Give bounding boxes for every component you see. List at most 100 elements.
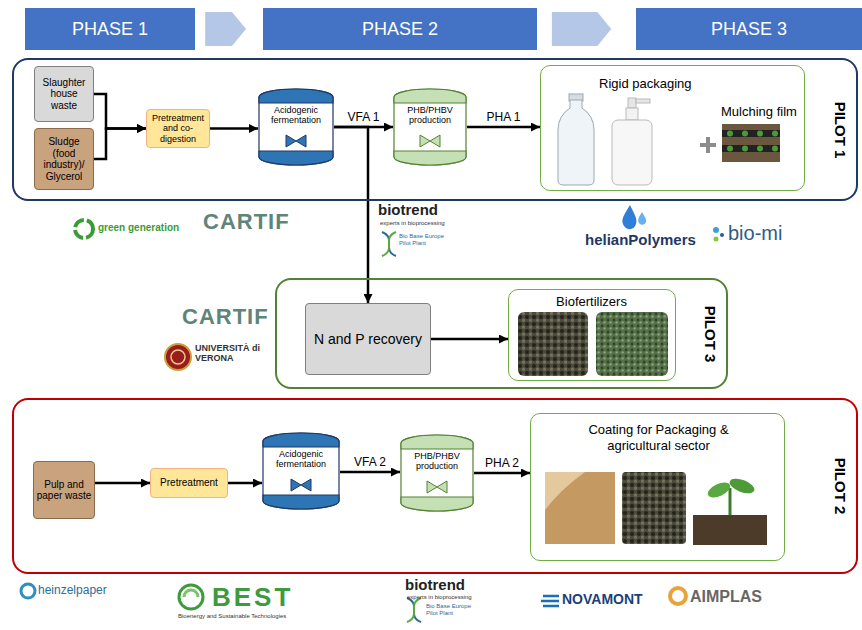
company-icon	[179, 585, 203, 609]
pilot-frame: PILOT 1 Slaughter house wasteSludge (food…	[12, 58, 858, 201]
flow-arrow	[94, 129, 146, 159]
fertilizer-picture	[596, 312, 668, 376]
flow-arrow	[340, 471, 400, 474]
reactor-cap	[394, 89, 466, 103]
seedling-picture	[728, 476, 757, 496]
logo-text: UNIVERSITÀ di VERONA	[195, 344, 261, 364]
valve-symbol	[420, 135, 440, 147]
mulch-picture	[727, 131, 733, 137]
company-icon	[670, 588, 686, 604]
seedling-picture	[693, 476, 767, 545]
bottle-picture	[558, 100, 594, 185]
process-box: Pretreatment	[150, 468, 228, 498]
bottle-picture	[626, 108, 638, 120]
seedling-picture	[729, 488, 732, 515]
flow-label: VFA 1	[345, 111, 381, 124]
logo-text: helianPolymers	[585, 232, 696, 249]
feedstock-box: Slaughter house waste	[34, 66, 94, 122]
box-label: Sludge (food industry)/ Glycerol	[37, 136, 91, 182]
reactor-label: PHB/PHBV production	[402, 451, 472, 472]
flow-arrow	[474, 472, 530, 475]
reactor-cap	[394, 151, 466, 165]
dna-icon	[382, 232, 396, 256]
box-label: Pretreatment and co-digestion	[149, 113, 207, 144]
fertilizer-picture	[622, 472, 686, 544]
process-box: Pretreatment and co-digestion	[146, 109, 210, 148]
flow-arrow	[228, 482, 262, 485]
reactor-cap	[263, 433, 339, 447]
droplet-icon	[622, 205, 636, 229]
reactor-vessel	[393, 88, 467, 166]
valve-symbol	[291, 479, 311, 491]
pilot-frame: PILOT 3 N and P recovery Biofertilizers	[275, 278, 728, 389]
reactor-vessel	[400, 434, 474, 512]
logo-text: biotrend	[405, 577, 465, 594]
logo-text: bio-mi	[728, 222, 782, 244]
mulch-picture	[722, 124, 780, 162]
phase-arrow	[552, 12, 611, 46]
pilot-label: PILOT 3	[702, 305, 719, 362]
reactor-node: PHB/PHBV production	[393, 88, 467, 166]
flow-arrow	[467, 126, 540, 129]
logo-tagline: Bio Base Europe Pilot Plant	[399, 233, 449, 246]
pilot-label: PILOT 2	[832, 458, 849, 515]
pilot-label: PILOT 1	[832, 101, 849, 158]
bottle-picture	[612, 120, 652, 185]
logo-text: AIMPLAS	[690, 588, 762, 606]
phase-label: PHASE 2	[263, 19, 537, 40]
product-box: Biofertilizers	[508, 289, 676, 381]
flow-label: PHA 2	[483, 457, 521, 470]
bottle-picture	[636, 99, 650, 103]
dots-icon	[714, 237, 719, 242]
company-icon	[541, 596, 559, 606]
phase-banner: PHASE 1	[25, 8, 195, 50]
phase-arrow	[205, 12, 246, 46]
reactor-body	[401, 435, 473, 511]
flow-arrow	[94, 94, 146, 129]
mulch-picture	[772, 131, 778, 137]
paper-picture	[545, 472, 585, 510]
reactor-body	[259, 89, 333, 165]
mulch-picture	[742, 131, 748, 137]
box-label: N and P recovery	[308, 331, 428, 347]
logo-tagline: experts in bioprocessing	[380, 220, 445, 227]
paper-picture	[545, 472, 615, 544]
reactor-node: Acidogenic fermentation	[262, 432, 340, 510]
phase-banner: PHASE 2	[263, 8, 537, 50]
dna-icon	[382, 232, 396, 256]
logo-text: CARTIF	[182, 305, 269, 329]
product-label: Rigid packaging	[599, 76, 692, 92]
flow-label: PHA 1	[484, 111, 522, 124]
reactor-node: PHB/PHBV production	[400, 434, 474, 512]
company-icon	[541, 596, 559, 606]
company-icon	[184, 590, 198, 597]
process-box: N and P recovery	[305, 303, 431, 375]
box-label: Pretreatment	[153, 477, 225, 489]
fertilizer-picture	[518, 312, 588, 376]
product-box: Rigid packagingMulching film	[540, 65, 805, 191]
bottle-picture	[558, 94, 652, 185]
logo-text: CARTIF	[203, 210, 290, 234]
mulch-picture	[772, 146, 778, 152]
dna-icon	[407, 598, 421, 622]
seedling-picture	[706, 479, 733, 500]
flow-arrow	[210, 127, 258, 130]
mulch-picture	[727, 146, 733, 152]
logo-text: biotrend	[378, 202, 438, 219]
product-label: Mulching film	[721, 104, 797, 120]
reactor-label: Acidogenic fermentation	[264, 449, 338, 470]
paper-picture	[545, 472, 615, 544]
plus-sign	[700, 137, 716, 153]
feedstock-box: Sludge (food industry)/ Glycerol	[34, 128, 94, 190]
reactor-vessel	[258, 88, 334, 166]
reactor-label: PHB/PHBV production	[395, 105, 465, 126]
mulch-picture	[722, 124, 780, 162]
bottle-picture	[628, 98, 636, 108]
dna-icon	[407, 598, 421, 622]
recycle-icon	[75, 220, 93, 238]
phase-label: PHASE 3	[636, 19, 862, 40]
phase-banner: PHASE 3	[636, 8, 862, 50]
